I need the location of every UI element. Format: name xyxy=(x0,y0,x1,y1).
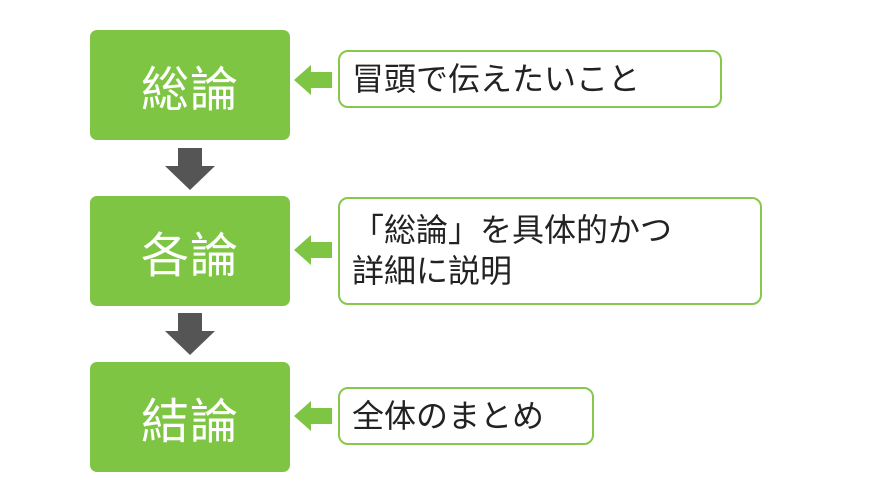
left-arrow-icon xyxy=(294,62,334,98)
note-box-1: 冒頭で伝えたいこと xyxy=(338,50,722,108)
stage-box-3: 結論 xyxy=(90,362,290,472)
stage-box-1: 総論 xyxy=(90,30,290,140)
stage-label-3: 結論 xyxy=(140,394,239,450)
note-text-1: 冒頭で伝えたいこと xyxy=(352,59,641,98)
note-text-2: 「総論」を具体的かつ 詳細に説明 xyxy=(352,211,673,290)
note-text-3: 全体のまとめ xyxy=(352,396,545,435)
left-arrow-icon xyxy=(294,398,334,434)
left-arrow-icon xyxy=(294,232,334,268)
down-arrow-icon xyxy=(165,148,215,190)
stage-label-1: 総論 xyxy=(140,62,239,118)
stage-label-2: 各論 xyxy=(140,228,239,284)
note-box-3: 全体のまとめ xyxy=(338,387,594,445)
down-arrow-icon xyxy=(165,313,215,355)
note-box-2: 「総論」を具体的かつ 詳細に説明 xyxy=(338,197,762,305)
stage-box-2: 各論 xyxy=(90,196,290,306)
